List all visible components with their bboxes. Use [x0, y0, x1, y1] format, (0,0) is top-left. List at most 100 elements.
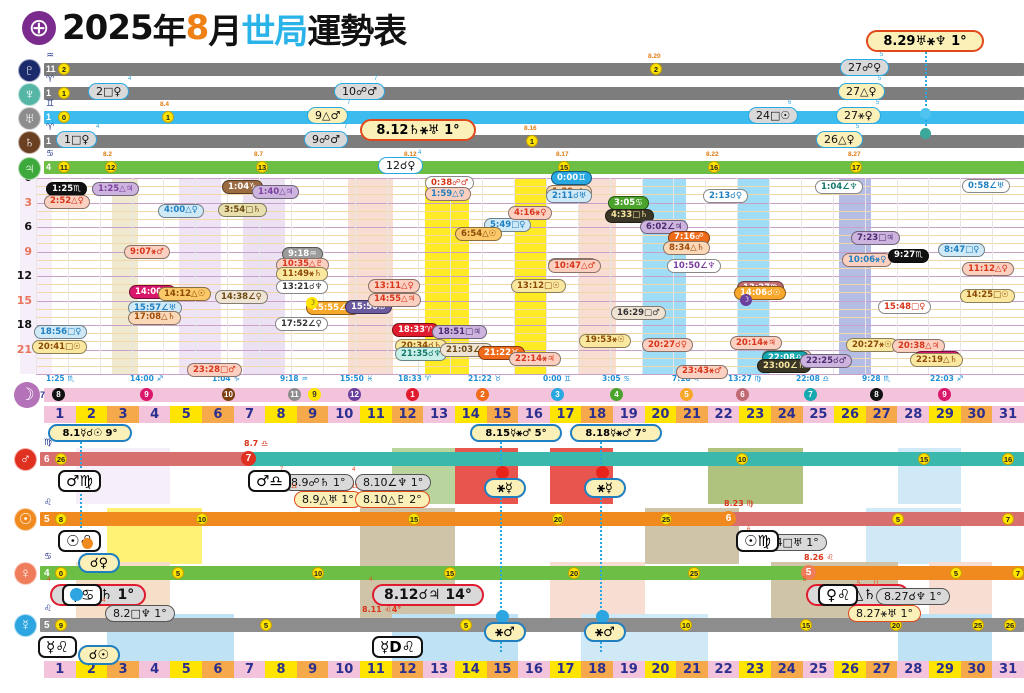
grid-aspect-pill[interactable]: 19:53⚹☉ [579, 333, 631, 348]
aspect-pill[interactable]: 10☍♂ [334, 83, 385, 100]
conjunction-glyph-pill[interactable]: ⚹☿ [584, 478, 626, 498]
grid-aspect-pill[interactable]: 16:29□♂ [611, 305, 666, 320]
grid-aspect-pill[interactable]: 13:12□☉ [511, 278, 566, 293]
date-cell[interactable]: 13 [423, 661, 455, 678]
date-cell[interactable]: 2 [75, 661, 108, 678]
grid-aspect-pill[interactable]: 1:59△♀ [425, 187, 471, 202]
grid-aspect-pill[interactable]: 20:41□☉ [32, 340, 87, 355]
grid-aspect-pill[interactable]: 0:00♊ [551, 171, 592, 185]
date-cell[interactable]: 15 [486, 661, 519, 678]
aspect-pill[interactable]: 8.27☌♆ 1° [876, 588, 950, 605]
grid-aspect-pill[interactable]: 14:38∠♀ [215, 290, 268, 305]
date-cell[interactable]: 9 [296, 661, 329, 678]
date-cell[interactable]: 25 [802, 661, 835, 678]
date-cell[interactable]: 13 [423, 406, 455, 423]
date-cell[interactable]: 7 [233, 661, 266, 678]
date-cell[interactable]: 2 [75, 406, 108, 423]
aspect-pill[interactable]: 2□♀ [88, 83, 130, 100]
grid-aspect-pill[interactable]: 23:28□♂ [187, 362, 242, 377]
conjunction-glyph-pill[interactable]: ⚹☿ [484, 478, 526, 498]
date-cell[interactable]: 19 [612, 661, 645, 678]
date-cell[interactable]: 22 [707, 406, 740, 423]
grid-aspect-pill[interactable]: 15:48□♀ [878, 300, 932, 315]
grid-aspect-pill[interactable]: 3:54□♄ [218, 202, 267, 217]
date-cell[interactable]: 10 [328, 406, 361, 423]
grid-aspect-pill[interactable]: 18:51□♃ [432, 325, 487, 340]
grid-aspect-pill[interactable]: 23:00∠♄ [757, 358, 812, 373]
grid-aspect-pill[interactable]: 2:13☌♀ [703, 188, 749, 203]
grid-aspect-pill[interactable]: 7:23□♃ [851, 231, 900, 246]
highlight-aspect-pill[interactable]: 8.12♄⚹♅ 1° [360, 119, 476, 141]
date-cell[interactable]: 25 [802, 406, 835, 423]
sign-position-box[interactable]: ☿♌ [38, 636, 77, 658]
date-cell[interactable]: 7 [233, 406, 266, 423]
conjunction-glyph-pill[interactable]: ⚹♂ [484, 622, 526, 642]
date-cell[interactable]: 12 [391, 406, 424, 423]
date-cell[interactable]: 23 [739, 661, 772, 678]
aspect-pill[interactable]: 9☍♂ [304, 131, 348, 148]
date-cell[interactable]: 9 [296, 406, 329, 423]
date-cell[interactable]: 14 [454, 406, 487, 423]
date-cell[interactable]: 24 [771, 406, 803, 423]
grid-aspect-pill[interactable]: 20:27☌♀ [642, 338, 693, 353]
aspect-pill[interactable]: 24□☉ [748, 107, 799, 124]
date-cell[interactable]: 24 [771, 661, 803, 678]
grid-aspect-pill[interactable]: 8:34△♄ [663, 241, 711, 256]
aspect-pill[interactable]: 12☌♀ [378, 157, 424, 174]
grid-aspect-pill[interactable]: 10:47△♂ [548, 259, 602, 274]
grid-aspect-pill[interactable]: 4:33□♄ [605, 208, 654, 223]
aspect-pill[interactable]: 8.27⚹♅ 1° [848, 605, 921, 622]
grid-aspect-pill[interactable]: 6:02∠♃ [640, 220, 689, 234]
date-cell[interactable]: 21 [676, 661, 708, 678]
grid-aspect-pill[interactable]: 1:04∠♆ [815, 179, 864, 194]
grid-aspect-pill[interactable]: 18:33♈ [392, 322, 439, 337]
grid-aspect-pill[interactable]: 20:27⚹☉ [846, 338, 898, 353]
date-cell[interactable]: 18 [581, 661, 613, 678]
date-cell[interactable]: 20 [644, 661, 677, 678]
date-cell[interactable]: 21 [676, 406, 708, 423]
grid-aspect-pill[interactable]: 10:50∠♆ [667, 259, 722, 274]
sign-position-box[interactable]: ♂♍ [58, 470, 101, 492]
date-cell[interactable]: 5 [170, 661, 203, 678]
date-cell[interactable]: 11 [360, 406, 392, 423]
grid-aspect-pill[interactable]: 1:40△♃ [252, 184, 300, 199]
grid-aspect-pill[interactable]: 0:58∠♅ [962, 179, 1011, 194]
grid-aspect-pill[interactable]: 20:14⚹♃ [730, 335, 782, 350]
grid-aspect-pill[interactable]: 14:55△♃ [368, 292, 422, 307]
aspect-pill[interactable]: 8.9△♅ 1° [294, 491, 362, 508]
aspect-pill[interactable]: 8.10∠♆ 1° [355, 474, 432, 491]
sign-position-box[interactable]: ☉♍ [736, 530, 779, 552]
grid-aspect-pill[interactable]: 11:49⚹♄ [276, 267, 328, 282]
date-cell[interactable]: 3 [107, 406, 139, 423]
date-cell[interactable]: 10 [328, 661, 361, 678]
date-cell[interactable]: 22 [707, 661, 740, 678]
date-cell[interactable]: 30 [960, 406, 993, 423]
date-cell[interactable]: 6 [202, 661, 234, 678]
grid-aspect-pill[interactable]: 18:56□♀ [34, 325, 88, 340]
date-cell[interactable]: 23 [739, 406, 772, 423]
aspect-pill[interactable]: 27△♀ [838, 83, 885, 100]
date-cell[interactable]: 19 [612, 406, 645, 423]
date-cell[interactable]: 27 [865, 406, 898, 423]
date-cell[interactable]: 17 [549, 406, 582, 423]
date-cell[interactable]: 5 [170, 406, 203, 423]
conjunction-callout-pill[interactable]: 8.1☿☌☉ 9° [48, 424, 132, 442]
date-cell[interactable]: 4 [138, 661, 171, 678]
grid-aspect-pill[interactable]: 13:21☌♆ [276, 280, 329, 295]
date-cell[interactable]: 11 [360, 661, 392, 678]
grid-aspect-pill[interactable]: 11:12△♀ [962, 262, 1014, 277]
date-cell[interactable]: 3 [107, 661, 139, 678]
sign-position-box[interactable]: ☉♌ [58, 530, 101, 552]
grid-aspect-pill[interactable]: 2:52△♀ [44, 194, 90, 209]
date-cell[interactable]: 12 [391, 661, 424, 678]
date-cell[interactable]: 26 [834, 406, 866, 423]
date-cell[interactable]: 8 [265, 661, 297, 678]
date-cell[interactable]: 26 [834, 661, 866, 678]
aspect-pill[interactable]: 8.2□♆ 1° [105, 605, 175, 622]
aspect-pill[interactable]: 9△♂ [307, 107, 349, 124]
date-cell[interactable]: 1 [44, 661, 76, 678]
date-cell[interactable]: 29 [929, 406, 961, 423]
date-cell[interactable]: 30 [960, 661, 993, 678]
grid-aspect-pill[interactable]: 17:08△♄ [128, 310, 182, 325]
aspect-pill[interactable]: 8.12☌♃ 14° [372, 584, 484, 606]
